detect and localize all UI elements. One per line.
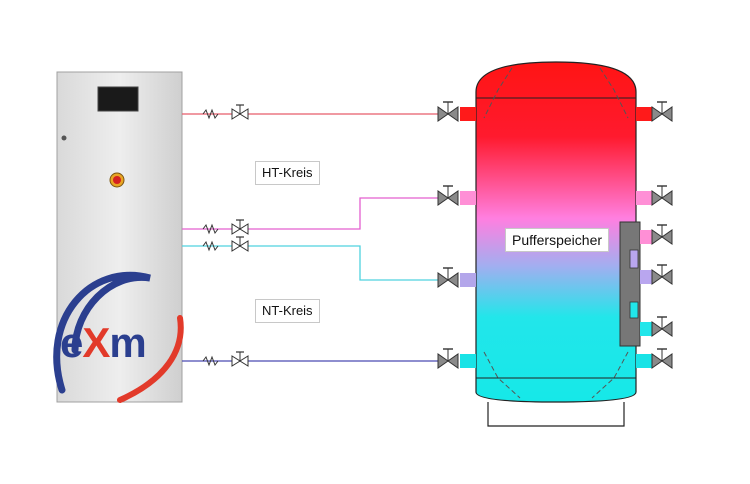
shutoff-valve-icon[interactable] <box>437 101 459 122</box>
shutoff-valve-icon[interactable] <box>231 219 249 235</box>
logo-letter-m: m <box>109 319 146 366</box>
shutoff-valve-icon[interactable] <box>651 264 673 285</box>
shutoff-valve-icon[interactable] <box>231 351 249 367</box>
nt-supply-pipe <box>182 245 438 281</box>
indicator-led-icon <box>61 135 67 141</box>
tank-connectors-right <box>636 107 652 368</box>
shutoff-valve-icon[interactable] <box>651 316 673 337</box>
pipes <box>182 113 438 362</box>
shutoff-valve-icon[interactable] <box>651 224 673 245</box>
shutoff-valve-icon[interactable] <box>437 348 459 369</box>
display-screen-icon <box>97 86 139 112</box>
shutoff-valve-icon[interactable] <box>651 348 673 369</box>
emergency-stop-icon <box>109 172 125 188</box>
shutoff-valve-icon[interactable] <box>437 185 459 206</box>
logo-swoosh <box>53 271 151 394</box>
exm-logo: eXm <box>60 319 147 366</box>
shutoff-valve-icon[interactable] <box>651 101 673 122</box>
tank-connectors-left <box>460 107 476 368</box>
tank-stand <box>487 402 625 427</box>
logo-letter-x: X <box>82 319 110 366</box>
sensor-rail <box>619 221 641 347</box>
buffer-tank-label: Pufferspeicher <box>505 228 610 252</box>
logo-swoosh-accent <box>117 315 184 403</box>
heat-pump-cabinet <box>53 71 184 403</box>
shutoff-valve-icon[interactable] <box>231 236 249 252</box>
ht-return-pipe <box>182 197 438 230</box>
shutoff-valve-icon[interactable] <box>231 104 249 120</box>
shutoff-valve-icon[interactable] <box>437 267 459 288</box>
ht-circuit-label: HT-Kreis <box>255 161 320 185</box>
shutoff-valve-icon[interactable] <box>651 185 673 206</box>
logo-letter-e: e <box>60 319 83 366</box>
nt-circuit-label: NT-Kreis <box>255 299 320 323</box>
